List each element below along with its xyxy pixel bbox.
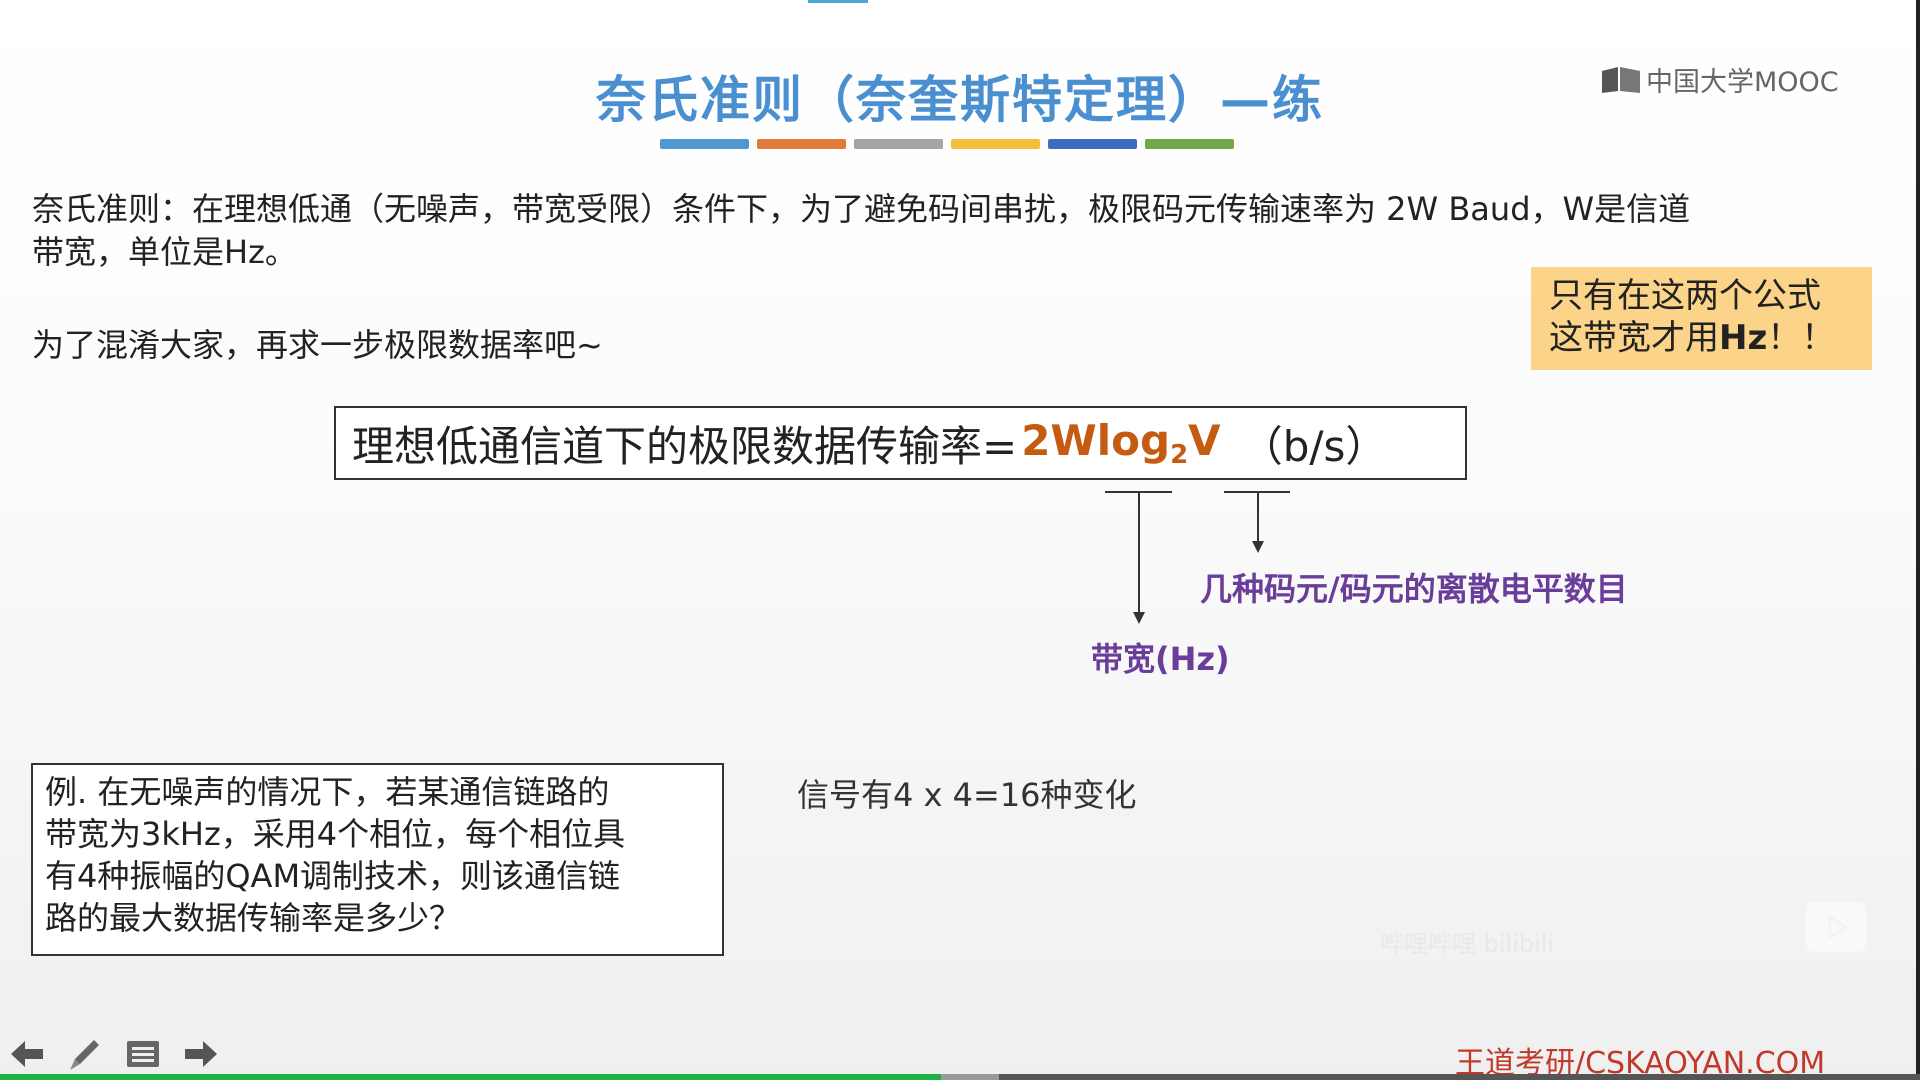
bandwidth-label: 带宽(Hz) [1091,640,1230,678]
example-box: 例. 在无噪声的情况下，若某通信链路的 带宽为3kHz，采用4个相位，每个相位具… [31,763,724,956]
formula-unit: （b/s） [1240,421,1388,471]
arrow-right-icon[interactable] [182,1035,220,1073]
signal-variation-note: 信号有4 x 4=16种变化 [797,776,1137,814]
bilibili-watermark: 哔哩哔哩 bilibili [1380,930,1555,958]
video-progress-buffered [941,1074,999,1080]
note-line-1: 只有在这两个公式 [1549,276,1821,316]
example-line-4: 路的最大数据传输率是多少？ [45,899,462,937]
formula-expr-subscript: 2 [1170,440,1189,470]
slide-menu-icon[interactable] [124,1035,162,1073]
title-color-bar-5 [1048,139,1137,149]
nyquist-rule-paragraph: 奈氏准则：在理想低通（无噪声，带宽受限）条件下，为了避免码间串扰，极限码元传输速… [32,188,1690,274]
title-color-bar-3 [854,139,943,149]
example-line-3: 有4种振幅的QAM调制技术，则该通信链 [45,857,621,895]
video-progress-bar[interactable] [0,1074,1920,1080]
mooc-logo-text: 中国大学MOOC [1646,67,1839,98]
mooc-logo: 中国大学MOOC [1600,60,1839,99]
mooc-book-icon [1600,65,1642,95]
formula-expr-suffix: V [1188,416,1221,465]
title-color-bar-2 [757,139,846,149]
hz-note-box: 只有在这两个公式 这带宽才用Hz！！ [1531,267,1872,370]
confuse-paragraph: 为了混淆大家，再求一步极限数据率吧~ [32,326,603,364]
top-accent-line [808,0,868,3]
play-icon [1828,915,1848,939]
note-line-2-bold: Hz [1719,318,1768,358]
note-line-2-prefix: 这带宽才用 [1549,318,1719,358]
nyquist-rule-line-1: 奈氏准则：在理想低通（无噪声，带宽受限）条件下，为了避免码间串扰，极限码元传输速… [32,190,1691,228]
video-progress-played [0,1074,941,1080]
slide-nav-bar [8,1035,220,1073]
formula-expr-prefix: 2Wlog [1021,416,1171,465]
example-line-1: 例. 在无噪声的情况下，若某通信链路的 [45,773,610,811]
play-button[interactable] [1803,899,1869,955]
arrow-left-icon[interactable] [8,1035,46,1073]
title-color-bar-1 [660,139,749,149]
formula-expression: 2Wlog2V [1021,416,1220,470]
levels-label: 几种码元/码元的离散电平数目 [1200,570,1628,608]
slide-title: 奈氏准则（奈奎斯特定理）—练 [596,71,1324,129]
title-color-bar-6 [1145,139,1234,149]
example-line-2: 带宽为3kHz，采用4个相位，每个相位具 [45,815,626,853]
window-edge [1916,0,1920,1080]
note-line-2: 这带宽才用Hz！！ [1549,317,1854,359]
title-color-bars [660,139,1234,149]
formula-box: 理想低通信道下的极限数据传输率= 2Wlog2V （b/s） [334,406,1467,480]
formula-label: 理想低通信道下的极限数据传输率= [352,421,1018,471]
pen-icon[interactable] [66,1035,104,1073]
note-line-2-suffix: ！！ [1767,318,1836,358]
nyquist-rule-line-2: 带宽，单位是Hz。 [32,233,297,271]
title-color-bar-4 [951,139,1040,149]
